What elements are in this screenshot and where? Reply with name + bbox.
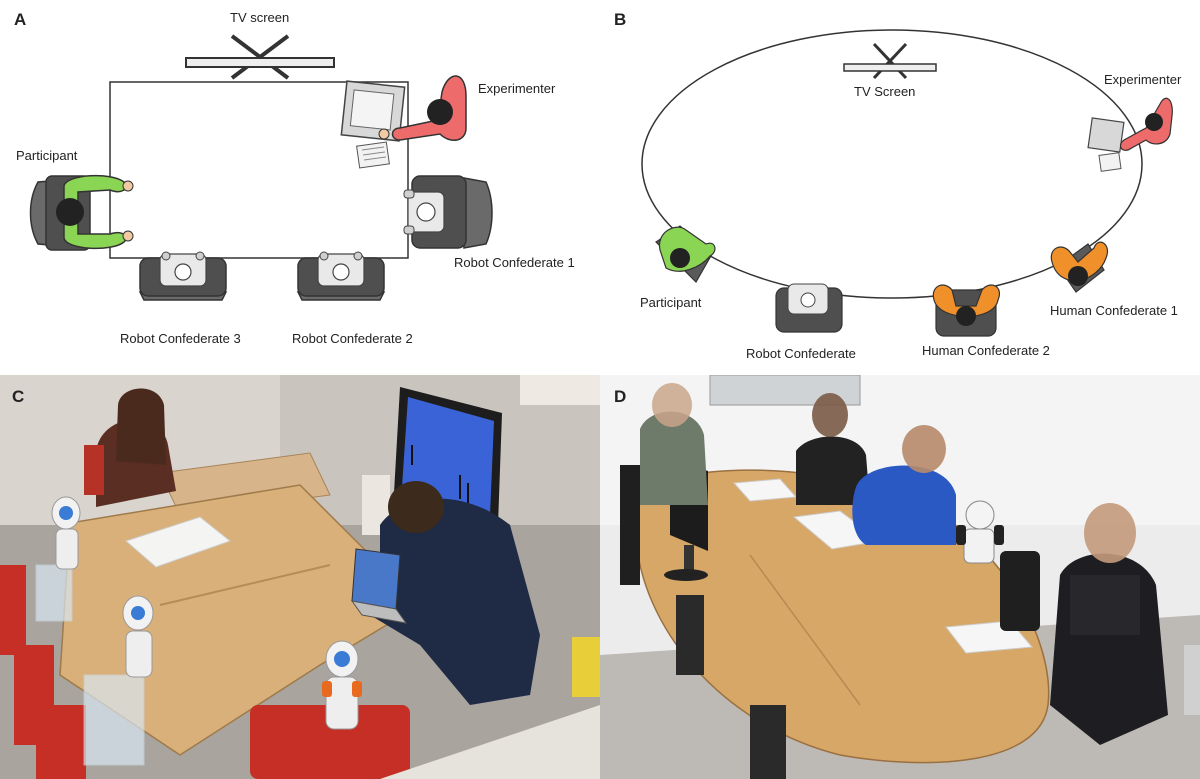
panel-b-letter: B xyxy=(614,10,627,29)
laptop-icon xyxy=(1087,117,1125,172)
robot-confederate-3-icon xyxy=(138,251,228,301)
participant-figure xyxy=(56,174,134,250)
panel-b-diagram xyxy=(641,29,1173,337)
robot-nao-photo xyxy=(956,500,1004,564)
label-human-confederate-1: Human Confederate 1 xyxy=(1050,303,1178,318)
oval-table xyxy=(641,29,1143,299)
label-robot-confederate-2: Robot Confederate 2 xyxy=(292,331,413,346)
label-participant: Participant xyxy=(16,148,78,163)
label-robot-confederate-3: Robot Confederate 3 xyxy=(120,331,241,346)
label-tv-screen: TV Screen xyxy=(854,84,916,99)
human-confederate-2-figure xyxy=(932,284,1000,337)
person-woman xyxy=(96,388,176,507)
laptop-icon xyxy=(340,80,406,142)
label-experimenter: Experimenter xyxy=(1104,72,1182,87)
panel-c-photo xyxy=(0,375,600,779)
panel-d: D xyxy=(600,375,1200,779)
label-tv-screen: TV screen xyxy=(230,10,290,25)
person-experimenter xyxy=(360,481,540,705)
experimenter-figure xyxy=(1119,97,1173,151)
label-robot-confederate: Robot Confederate xyxy=(746,346,856,361)
panel-d-letter: D xyxy=(614,387,627,406)
label-robot-confederate-1: Robot Confederate 1 xyxy=(454,255,575,270)
panel-d-photo xyxy=(600,375,1200,779)
panel-a: A xyxy=(0,0,600,375)
human-confederate-1-figure xyxy=(1050,241,1108,293)
label-experimenter: Experimenter xyxy=(478,81,556,96)
person-blue-blurred xyxy=(852,425,956,545)
tv-screen-icon xyxy=(843,42,937,80)
robot-confederate-icon xyxy=(775,283,843,333)
panel-a-diagram xyxy=(29,34,493,301)
papers-icon xyxy=(356,141,390,169)
panel-c: C xyxy=(0,375,600,779)
robot-confederate-2-icon xyxy=(296,251,386,301)
experimenter-figure xyxy=(378,75,467,141)
person-front-blurred xyxy=(1050,503,1168,745)
laptop-photo xyxy=(350,548,408,624)
robot-nao-3 xyxy=(322,640,362,730)
label-participant: Participant xyxy=(640,295,702,310)
robot-nao-2 xyxy=(83,595,154,766)
panel-c-letter: C xyxy=(12,387,25,406)
robot-nao-1 xyxy=(35,496,81,622)
panel-b: B xyxy=(600,0,1200,375)
person-back-blurred xyxy=(796,393,870,505)
panel-a-letter: A xyxy=(14,10,27,29)
participant-figure xyxy=(655,225,716,283)
robot-confederate-1-icon xyxy=(403,175,493,249)
person-left-blurred xyxy=(640,383,708,505)
tv-screen-icon xyxy=(185,34,335,80)
label-human-confederate-2: Human Confederate 2 xyxy=(922,343,1050,358)
